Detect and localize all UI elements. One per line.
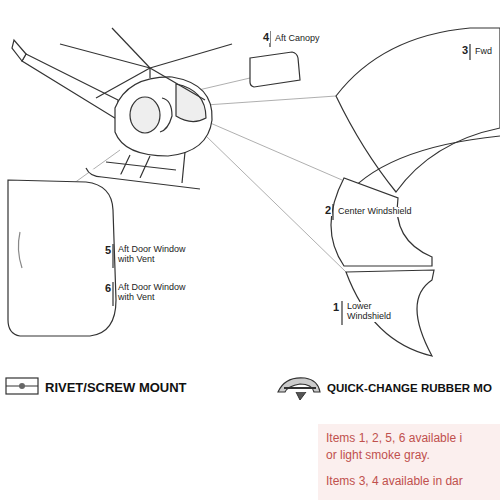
callout-number: 6	[104, 282, 112, 294]
legend-icons	[6, 378, 320, 400]
part-name: Aft Door Window with Vent	[117, 245, 199, 265]
helicopter	[12, 28, 232, 189]
aft-door-window	[8, 180, 116, 336]
part-name: Fwd	[474, 47, 493, 57]
part-name: Lower Windshield	[346, 302, 400, 322]
callout-number: 2	[324, 204, 332, 216]
callout-number: 3	[461, 44, 469, 56]
part-name: Center Windshield	[337, 207, 413, 217]
note-text: or light smoke gray.	[326, 447, 492, 464]
legend-text: RIVET/SCREW MOUNT	[44, 381, 188, 395]
aft-canopy	[250, 52, 300, 87]
callout-number: 4	[262, 31, 270, 43]
callout-number: 5	[104, 244, 112, 256]
part-name: Aft Canopy	[274, 34, 321, 44]
note-panel: Items 1, 2, 5, 6 available ior light smo…	[318, 424, 500, 500]
note-text: Items 3, 4 available in dar	[326, 473, 492, 490]
legend-text: QUICK-CHANGE RUBBER MO	[326, 382, 493, 395]
fwd-canopy	[336, 28, 500, 192]
part-name: Aft Door Window with Vent	[117, 283, 199, 303]
callout-bars	[113, 31, 470, 325]
canopy-parts	[8, 28, 500, 356]
center-windshield	[331, 178, 432, 266]
note-text: Items 1, 2, 5, 6 available i	[326, 430, 492, 447]
lower-windshield	[346, 270, 434, 356]
callout-number: 1	[332, 301, 340, 313]
